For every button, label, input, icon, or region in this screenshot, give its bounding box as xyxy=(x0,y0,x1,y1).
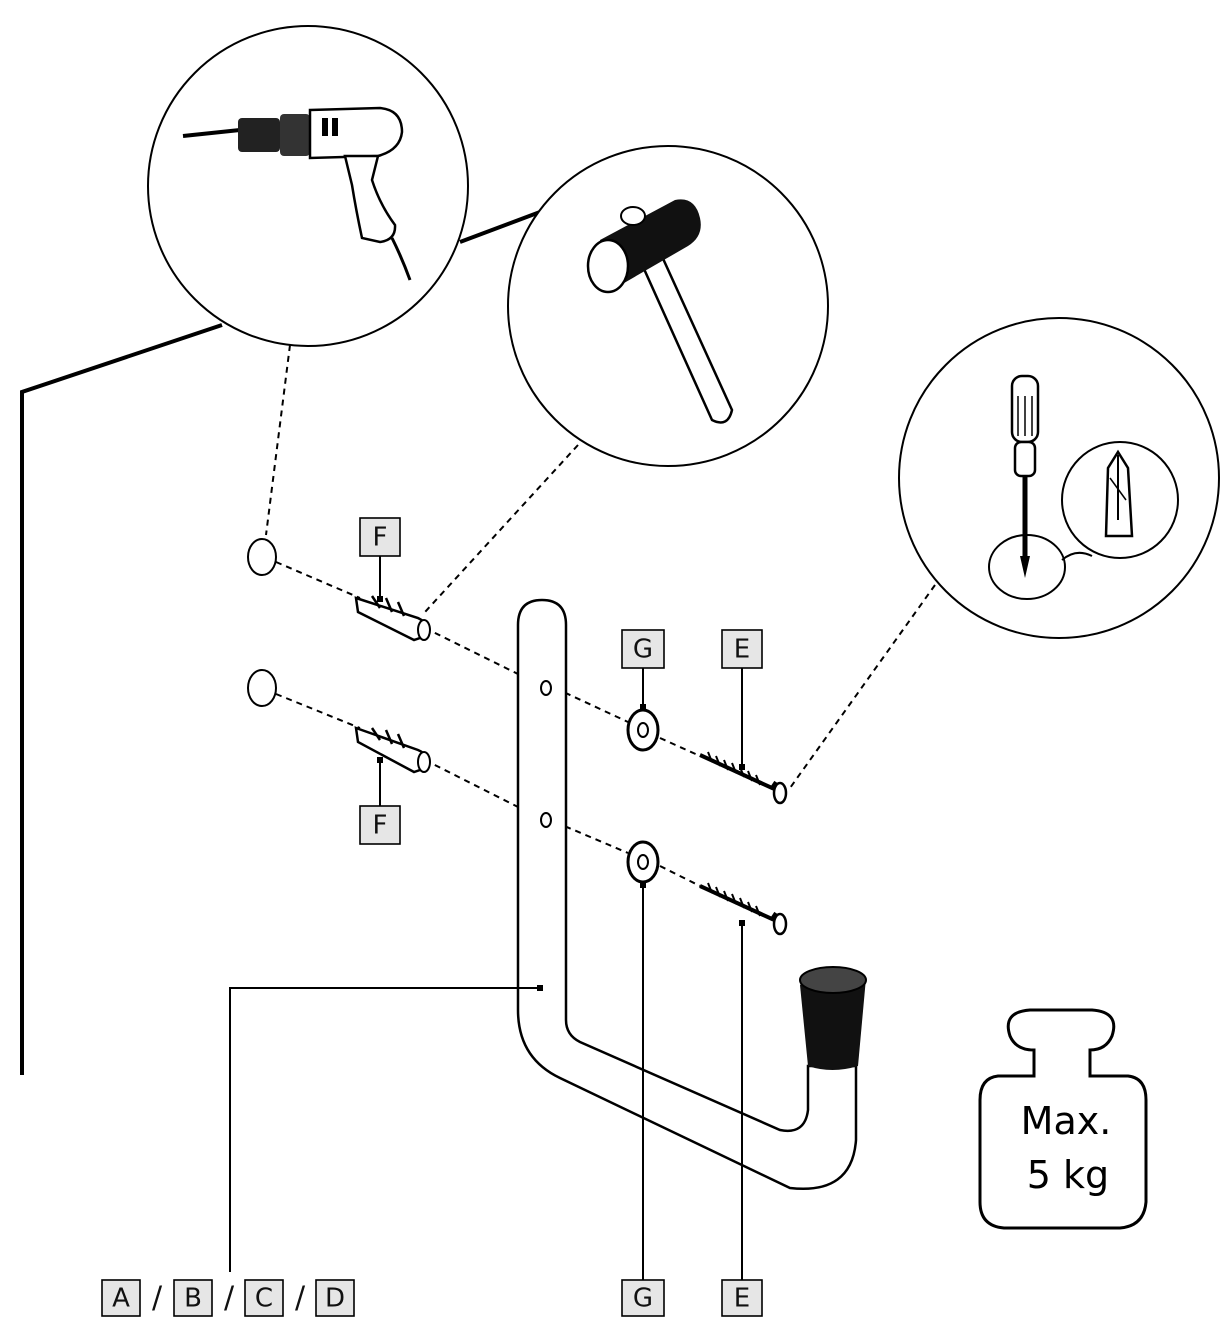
label-A: A xyxy=(101,1279,141,1317)
label-separator: / xyxy=(152,1281,163,1316)
weight-icon: Max. 5 kg xyxy=(978,1008,1148,1230)
svg-text:D: D xyxy=(325,1284,345,1314)
label-G-bottom: G xyxy=(621,1279,665,1317)
label-separator: / xyxy=(295,1281,306,1316)
label-F-bottom: F xyxy=(359,805,401,845)
dowel-icon xyxy=(354,595,431,642)
label-F-top: F xyxy=(359,517,401,557)
screwdriver-leader xyxy=(789,584,936,789)
label-C: C xyxy=(244,1279,284,1317)
screwdriver-bit-icon xyxy=(1061,441,1179,559)
label-D: D xyxy=(315,1279,355,1317)
svg-text:E: E xyxy=(734,1284,750,1314)
washer-icon xyxy=(626,708,660,752)
dowel-icon xyxy=(354,726,431,774)
svg-text:F: F xyxy=(373,523,388,553)
svg-text:A: A xyxy=(112,1284,130,1314)
hook-bracket-icon xyxy=(516,598,867,1191)
svg-text:B: B xyxy=(184,1284,202,1314)
screwdriver-icon xyxy=(898,317,1220,639)
drill-icon xyxy=(147,25,469,347)
label-E-bottom: E xyxy=(721,1279,763,1317)
hammer-leader xyxy=(424,444,579,613)
label-G-top: G xyxy=(621,629,665,669)
label-E-top: E xyxy=(721,629,763,669)
drill-hole-top xyxy=(247,538,277,576)
screw-icon xyxy=(699,882,788,936)
max-weight-line1: Max. xyxy=(1021,1099,1112,1143)
screw-icon xyxy=(699,751,788,805)
washer-icon xyxy=(626,840,660,884)
svg-text:G: G xyxy=(633,635,653,665)
drill-hole-bottom xyxy=(247,669,277,707)
svg-text:G: G xyxy=(633,1284,653,1314)
drill-leader xyxy=(265,344,291,536)
max-weight-line2: 5 kg xyxy=(1027,1153,1109,1197)
label-B: B xyxy=(173,1279,213,1317)
svg-text:E: E xyxy=(734,635,750,665)
hammer-icon xyxy=(507,145,829,467)
svg-text:C: C xyxy=(255,1284,273,1314)
svg-text:F: F xyxy=(373,811,388,841)
wall-outline xyxy=(20,210,541,1075)
label-separator: / xyxy=(224,1281,235,1316)
